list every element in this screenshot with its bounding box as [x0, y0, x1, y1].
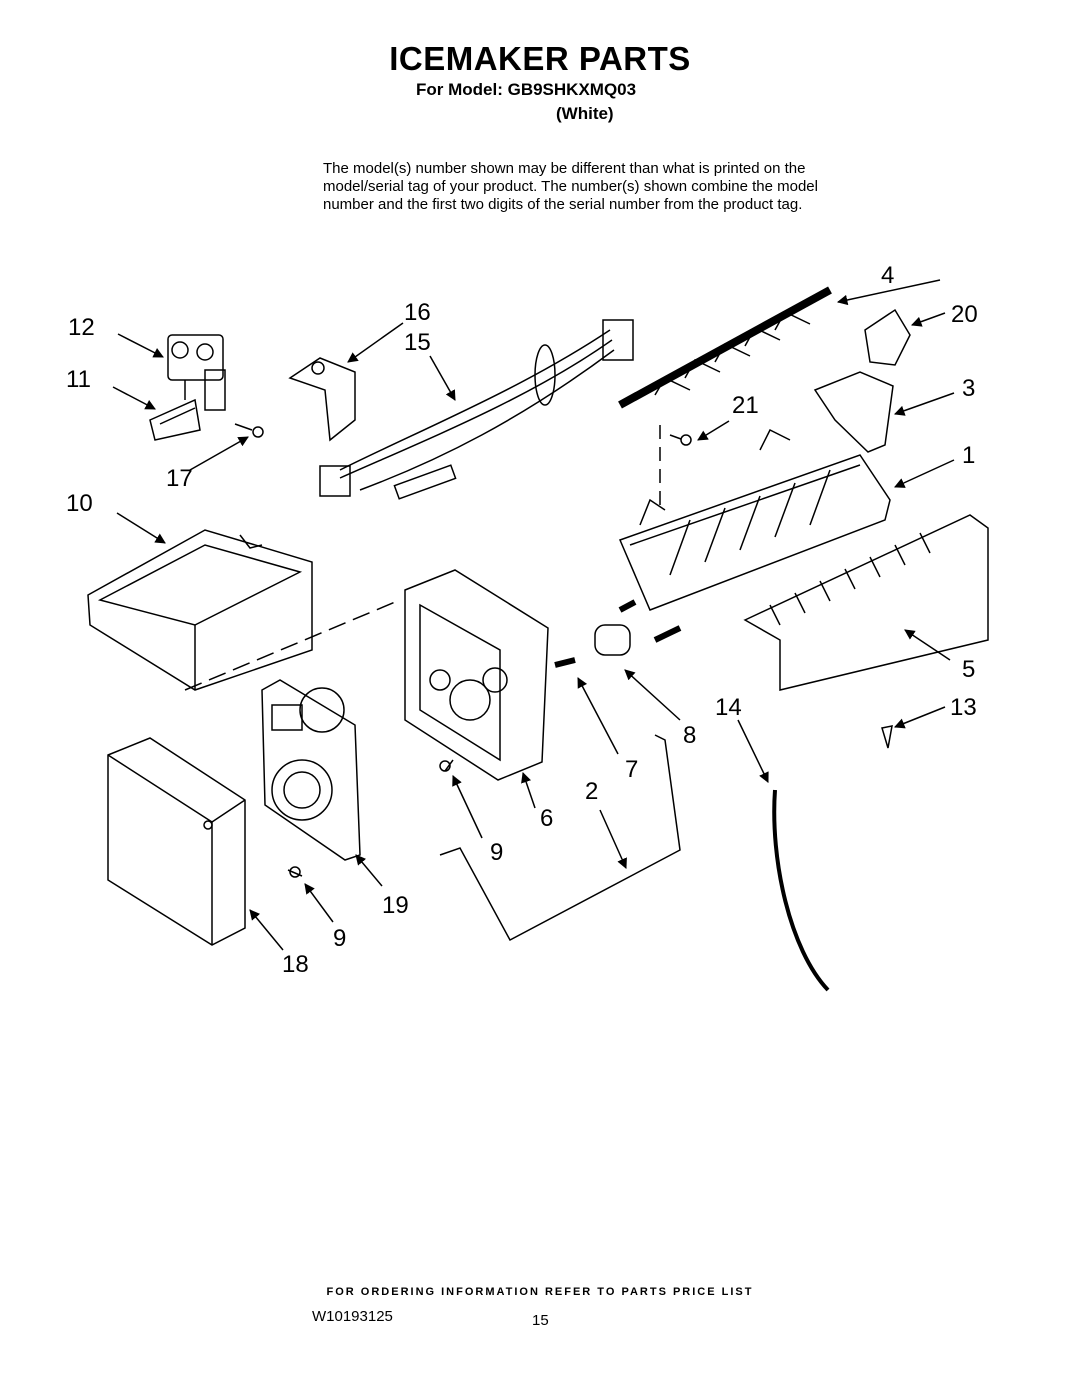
- callout-label: 14: [715, 694, 742, 721]
- model-line: For Model: GB9SHKXMQ03: [416, 80, 637, 99]
- motor-module-part: [261, 679, 361, 861]
- model-note-line: model/serial tag of your product. The nu…: [323, 178, 818, 195]
- callout-label: 4: [881, 262, 894, 289]
- screw-part: [680, 434, 692, 446]
- callout-label: 20: [951, 301, 978, 328]
- page-title: ICEMAKER PARTS: [389, 40, 691, 77]
- fill-tube-part: [772, 789, 830, 992]
- callout-label: 16: [404, 299, 431, 326]
- module-housing-part: [404, 569, 549, 781]
- callout-label: 11: [66, 366, 91, 393]
- water-valve-part: [149, 334, 226, 441]
- wire-harness-part: [319, 319, 634, 500]
- callout-label: 13: [950, 694, 977, 721]
- callout-label: 17: [166, 465, 193, 492]
- callout-label: 19: [382, 892, 409, 919]
- ordering-info: FOR ORDERING INFORMATION REFER TO PARTS …: [326, 1286, 754, 1298]
- stripper-part: [743, 514, 989, 691]
- callout-label: 3: [962, 375, 975, 402]
- front-cover-part: [107, 737, 246, 946]
- callout-label: 1: [962, 442, 975, 469]
- callout-label: 9: [490, 839, 503, 866]
- shutoff-tab-part: [864, 308, 911, 366]
- ice-mold-part: [618, 428, 891, 611]
- screw-part: [289, 866, 301, 878]
- callout-label: 21: [732, 392, 759, 419]
- callout-label: 9: [333, 925, 346, 952]
- callout-label: 10: [66, 490, 93, 517]
- stripper-end-part: [813, 371, 894, 453]
- ejector-shaft-part: [618, 286, 832, 409]
- callout-label: 12: [68, 314, 95, 341]
- model-note-line: number and the first two digits of the s…: [323, 196, 803, 213]
- document-number: W10193125: [312, 1308, 393, 1325]
- callout-label: 2: [585, 778, 598, 805]
- model-note-line: The model(s) number shown may be differe…: [323, 160, 806, 177]
- model-note: The model(s) number shown may be differe…: [323, 160, 883, 214]
- thermostat-part: [594, 624, 631, 656]
- callout-label: 5: [962, 656, 975, 683]
- color-line: (White): [556, 104, 614, 123]
- bracket-part: [288, 357, 356, 442]
- ice-bin-part: [87, 529, 313, 691]
- page-number: 15: [532, 1312, 549, 1329]
- callout-label: 18: [282, 951, 309, 978]
- callout-label: 8: [683, 722, 696, 749]
- alignment-line: [184, 599, 401, 691]
- callout-label: 6: [540, 805, 553, 832]
- wire-nut-part: [881, 725, 893, 749]
- shaft-part: [554, 657, 576, 668]
- callout-label: 7: [625, 756, 638, 783]
- screw-part: [234, 423, 264, 438]
- shutoff-arm-part: [439, 734, 681, 942]
- callout-label: 15: [404, 329, 431, 356]
